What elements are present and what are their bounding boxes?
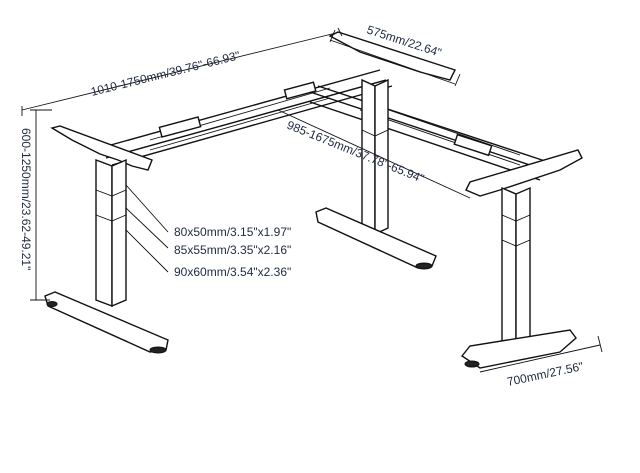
side-beam-length-label: 985-1675mm/37.78"-65.94": [285, 118, 426, 186]
column-section-top-label: 80x50mm/3.15"x1.97": [174, 225, 291, 239]
side-beam: [309, 85, 549, 181]
column-section-bottom-label: 90x60mm/3.54"x2.36": [174, 265, 291, 279]
column-section-middle-label: 85x55mm/3.35"x2.16": [174, 243, 291, 257]
dimension-lines: [21, 27, 603, 373]
back-leg: [315, 31, 456, 270]
height-range-label: 600-1250mm/23.62-49.21": [19, 128, 33, 270]
main-beam: [99, 69, 393, 166]
main-beam-length-label: 1010-1750mm/39.76"-66.93": [89, 48, 241, 99]
left-leg: [44, 125, 169, 354]
right-leg: [460, 149, 583, 369]
